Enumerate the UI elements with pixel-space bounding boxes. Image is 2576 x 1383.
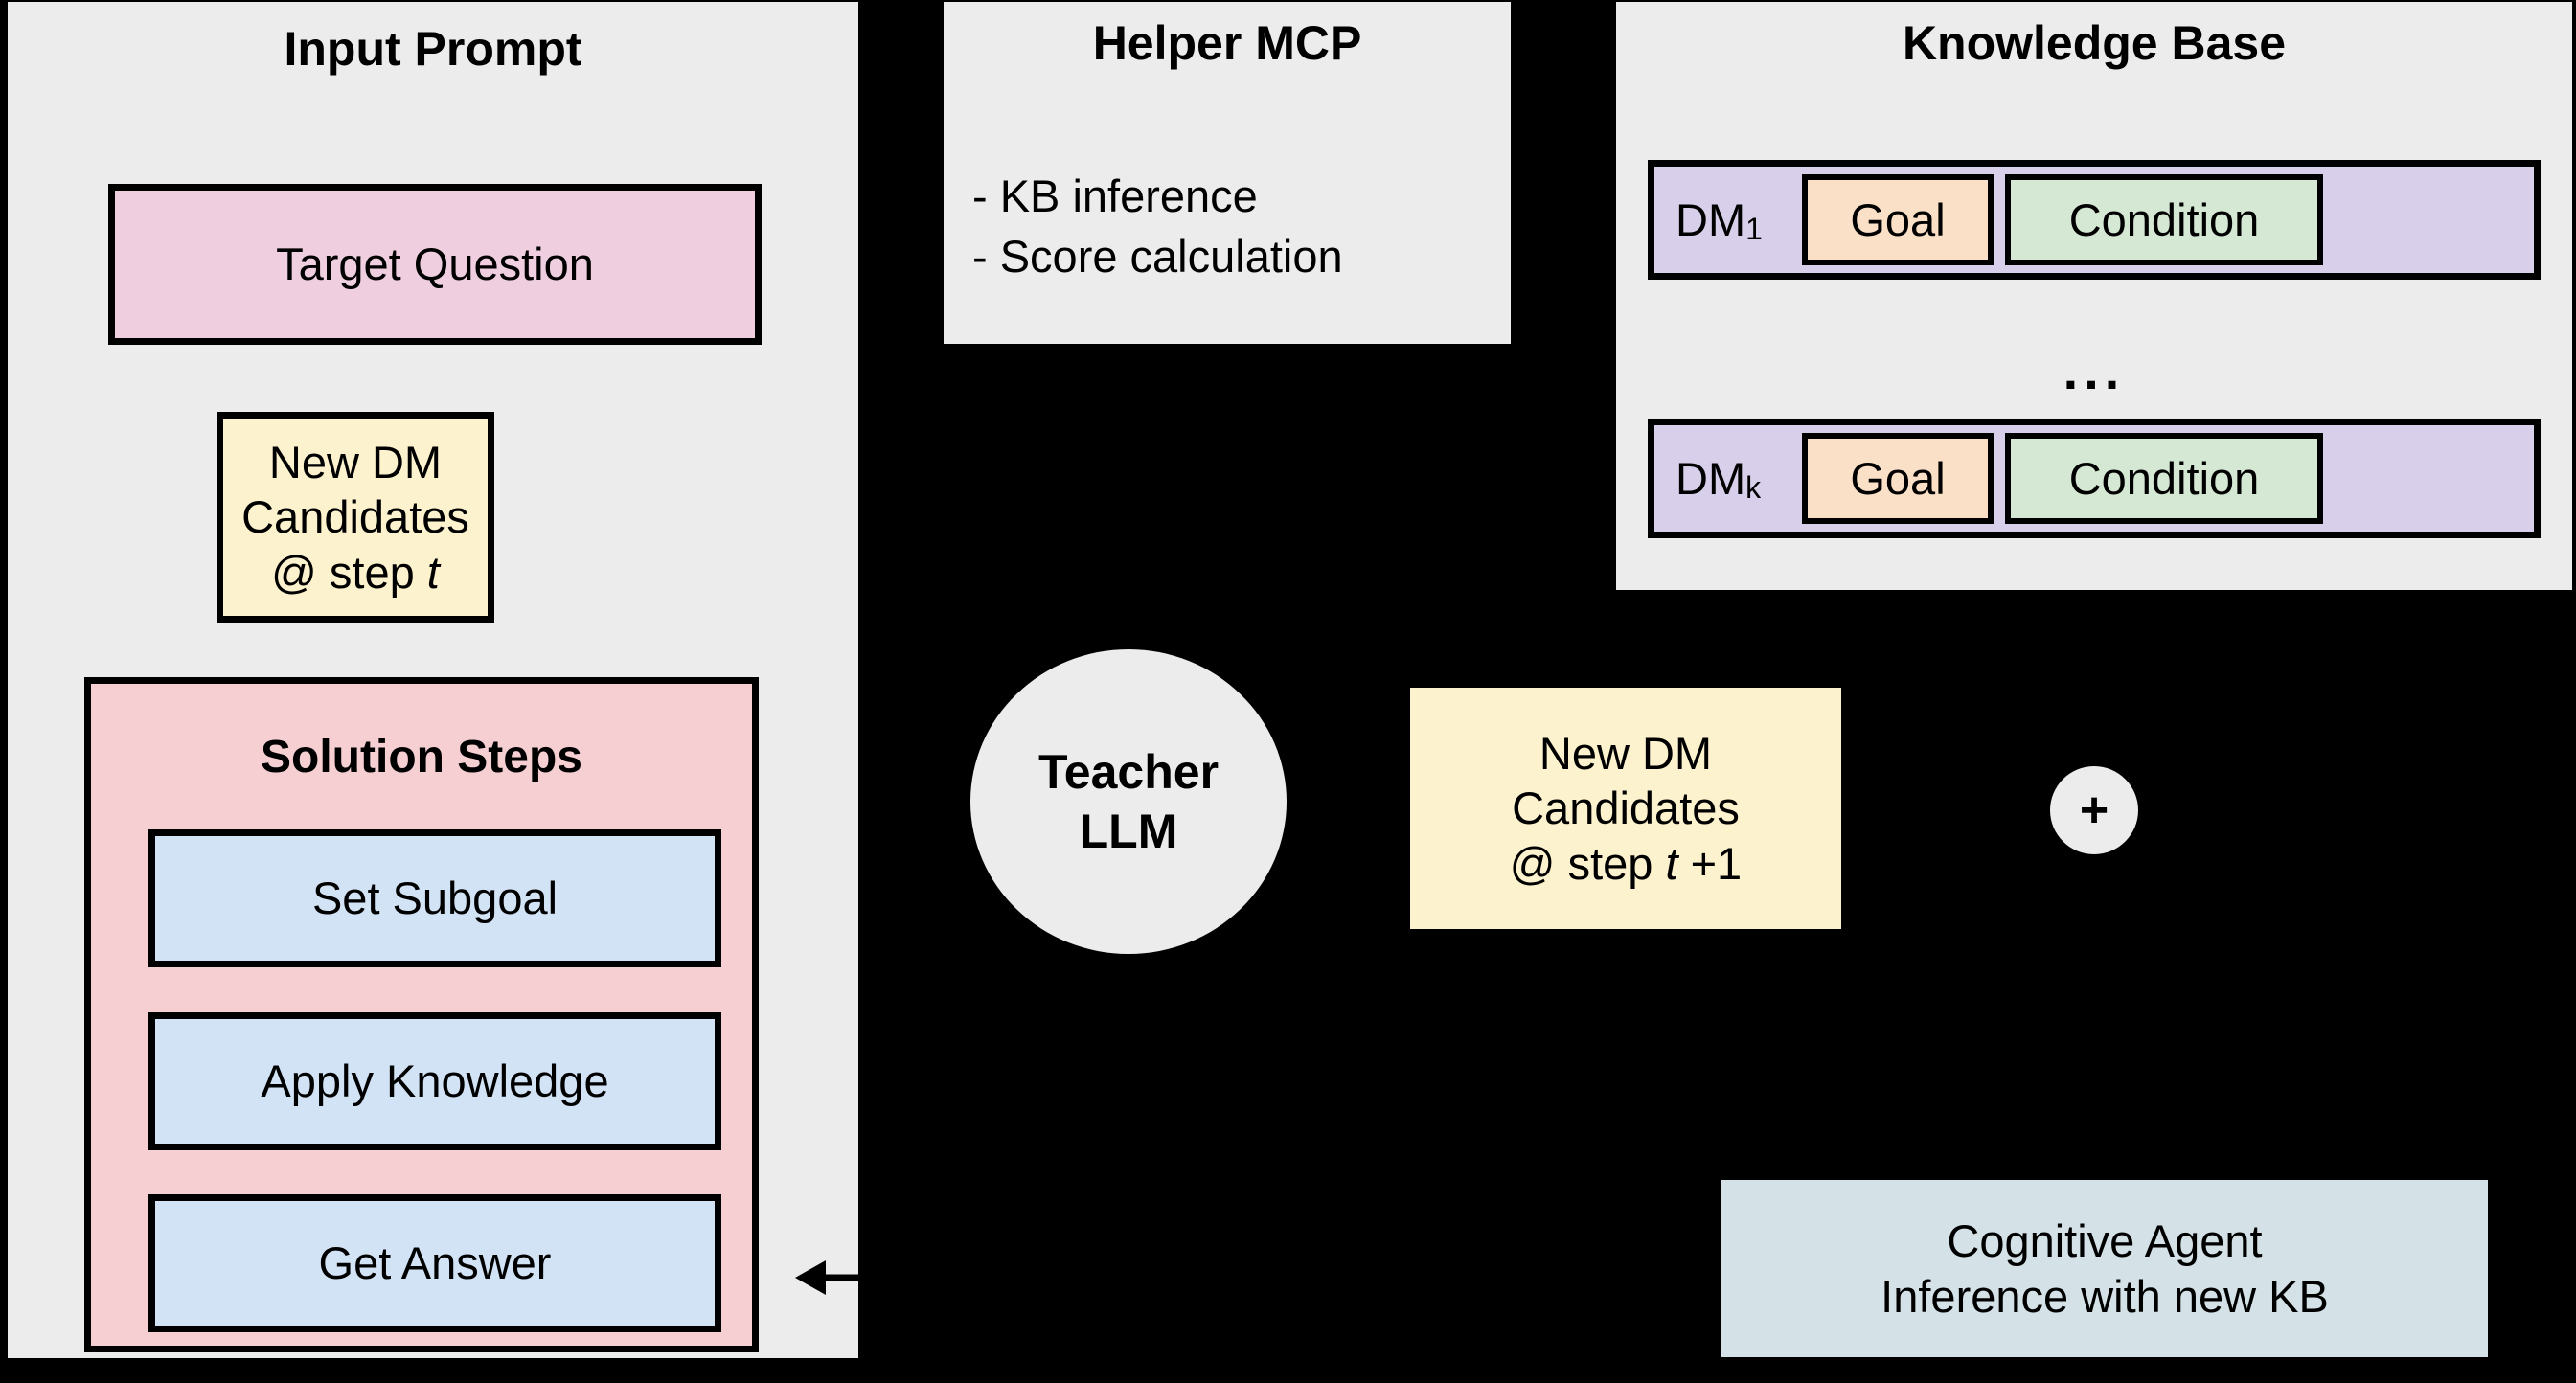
- input-prompt-panel: Input Prompt Target Question New DM Cand…: [8, 2, 870, 1358]
- solution-steps-container: Solution Steps Set Subgoal Apply Knowled…: [84, 677, 759, 1352]
- cognitive-agent-line2: Inference with new KB: [1881, 1270, 2329, 1322]
- teacher-llm-node[interactable]: Teacher LLM: [970, 649, 1287, 954]
- next-step-suffix: +1: [1677, 837, 1743, 889]
- dm1-condition-box[interactable]: Condition: [2005, 174, 2323, 265]
- step-variable: t: [426, 546, 440, 598]
- teacher-llm-line1: Teacher: [1037, 745, 1220, 799]
- knowledge-base-row-dmk[interactable]: DMk Goal Condition: [1648, 419, 2541, 538]
- helper-mcp-item-score-calculation: - Score calculation: [972, 230, 1343, 282]
- new-dm-candidates-line3: @ step t: [271, 545, 440, 600]
- dmk-condition-box[interactable]: Condition: [2005, 433, 2323, 524]
- solution-steps-title: Solution Steps: [261, 732, 582, 782]
- dm1-goal-box[interactable]: Goal: [1802, 174, 1994, 265]
- helper-mcp-panel: Helper MCP - KB inference - Score calcul…: [944, 2, 1511, 344]
- step-get-answer[interactable]: Get Answer: [148, 1194, 721, 1332]
- helper-mcp-title: Helper MCP: [1092, 16, 1362, 70]
- new-dm-candidates-next-line1: New DM: [1539, 728, 1713, 779]
- cognitive-agent-box[interactable]: Cognitive Agent Inference with new KB: [1721, 1180, 2488, 1357]
- helper-mcp-item-kb-inference: - KB inference: [972, 170, 1258, 221]
- feedback-arrow-icon: [795, 1260, 870, 1295]
- new-dm-candidates-step-t-plus-1-box[interactable]: New DM Candidates @ step t +1: [1410, 688, 1841, 929]
- dmk-goal-box[interactable]: Goal: [1802, 433, 1994, 524]
- dm1-label: DM1: [1676, 194, 1763, 246]
- step-prefix: @ step: [271, 546, 427, 598]
- step-set-subgoal[interactable]: Set Subgoal: [148, 829, 721, 967]
- next-step-variable: t: [1665, 837, 1678, 889]
- input-prompt-title: Input Prompt: [284, 22, 582, 76]
- next-step-prefix: @ step: [1509, 837, 1666, 889]
- cognitive-agent-line1: Cognitive Agent: [1947, 1215, 2263, 1267]
- teacher-llm-line2: LLM: [1079, 805, 1178, 858]
- knowledge-base-title: Knowledge Base: [1902, 16, 2287, 70]
- helper-mcp-feature-list: - KB inference - Score calculation: [972, 167, 1490, 287]
- new-dm-candidates-line2: Candidates: [241, 491, 469, 543]
- knowledge-base-panel: Knowledge Base DM1 Goal Condition ... DM…: [1616, 2, 2572, 590]
- plus-icon: +: [2050, 766, 2138, 854]
- dmk-label: DMk: [1676, 453, 1762, 505]
- target-question-box[interactable]: Target Question: [108, 184, 762, 345]
- new-dm-candidates-step-t-box[interactable]: New DM Candidates @ step t: [217, 412, 494, 623]
- step-apply-knowledge[interactable]: Apply Knowledge: [148, 1012, 721, 1150]
- knowledge-base-ellipsis: ...: [2063, 340, 2126, 400]
- knowledge-base-row-dm1[interactable]: DM1 Goal Condition: [1648, 160, 2541, 280]
- new-dm-candidates-next-line2: Candidates: [1512, 782, 1740, 834]
- new-dm-candidates-next-line3: @ step t +1: [1510, 836, 1742, 891]
- new-dm-candidates-line1: New DM: [268, 437, 443, 487]
